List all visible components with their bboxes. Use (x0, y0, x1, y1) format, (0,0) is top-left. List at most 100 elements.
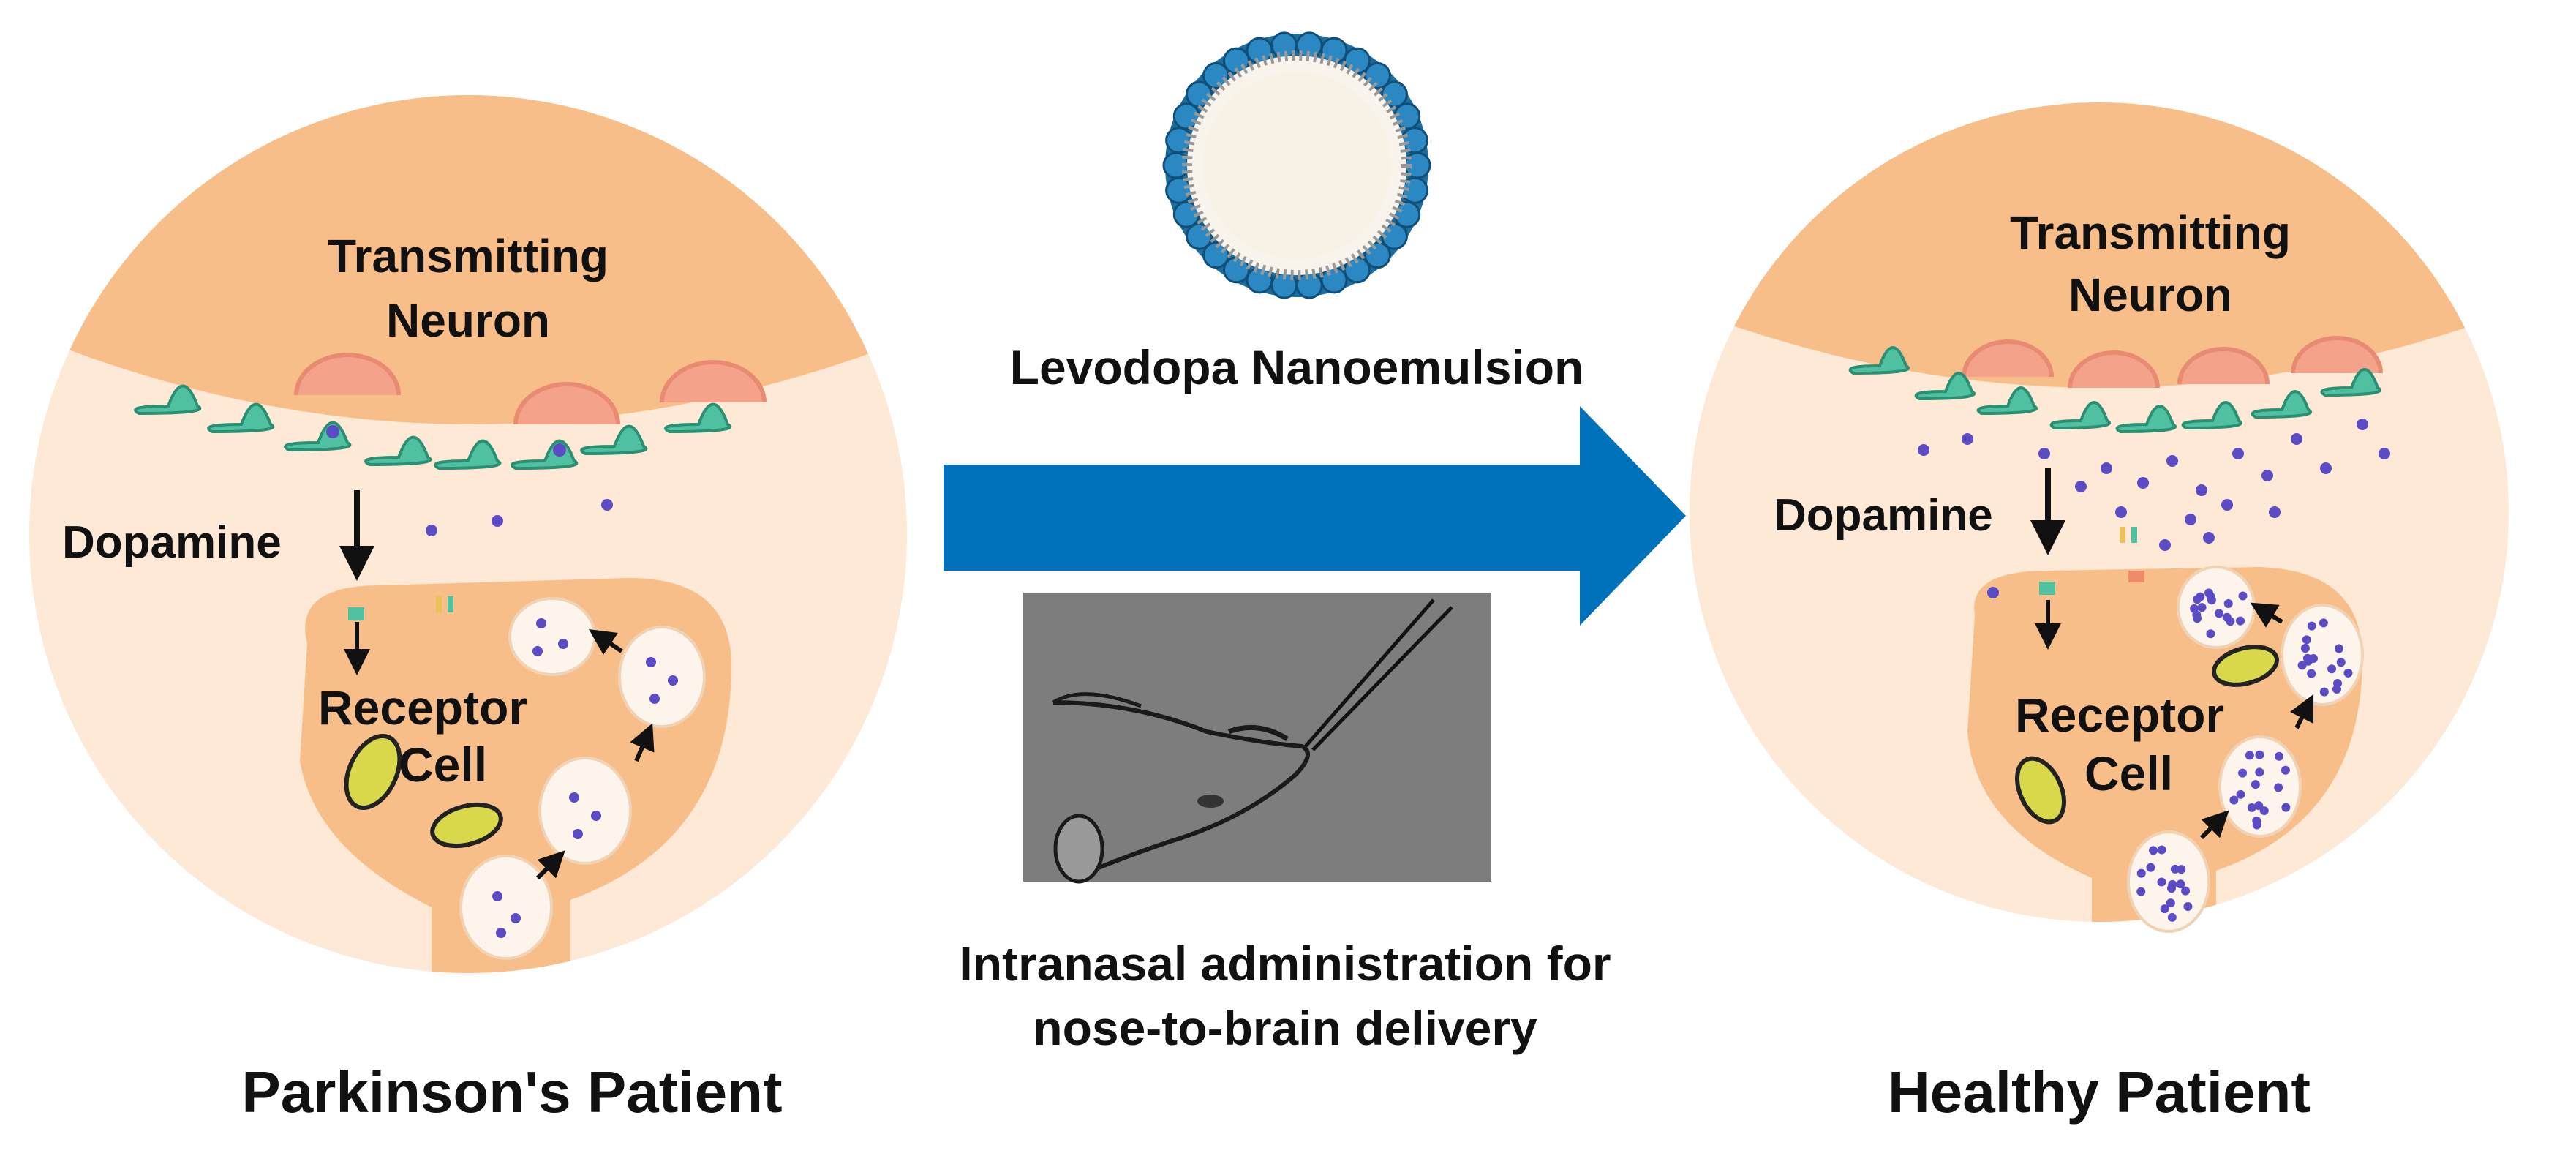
receptor-site (2131, 527, 2137, 543)
receptor-site (448, 596, 453, 612)
dopamine-molecule (2261, 470, 2273, 481)
lipid-head (1246, 37, 1273, 64)
dopamine-molecule (2226, 617, 2235, 626)
dopamine-molecule (2307, 669, 2316, 678)
release-sites (1962, 336, 2383, 389)
dopamine-molecule (2221, 499, 2233, 511)
lipid-head (1363, 241, 1391, 269)
dopamine-molecule (2170, 864, 2180, 874)
dopamine-molecule (2343, 668, 2353, 678)
neuron-label: Transmitting (328, 230, 609, 282)
dopamine-molecule (2251, 780, 2260, 789)
dopamine-molecule (2319, 618, 2328, 628)
dopamine-transporters (1848, 346, 2381, 434)
dopamine-molecule (2181, 886, 2191, 896)
neuron-label: Transmitting (2010, 206, 2291, 259)
neuron-label: Neuron (2068, 269, 2232, 321)
dopamine-molecule (2075, 481, 2087, 492)
dopamine-molecule (2183, 902, 2193, 912)
nanoemulsion-label: Levodopa Nanoemulsion (1010, 340, 1584, 394)
dopamine-molecule (2146, 863, 2155, 872)
dopamine-molecule (2167, 912, 2177, 922)
transition-arrow (944, 406, 1686, 626)
dopamine-molecule (2204, 588, 2214, 598)
receptor-label: Cell (2084, 746, 2173, 800)
vesicle-dopamine (492, 618, 678, 938)
dopamine-molecule (2166, 898, 2175, 908)
vesicle-dopamine (2136, 588, 2353, 922)
receptor-site (2039, 582, 2055, 595)
dopamine-molecule (2327, 664, 2337, 674)
admin-label: Intranasal administration for (959, 937, 1611, 991)
admin-label: nose-to-brain delivery (1033, 1001, 1537, 1055)
dopamine-molecule (2115, 506, 2127, 518)
neuron-label: Neuron (386, 294, 550, 347)
dopamine-molecule (2255, 750, 2264, 759)
dopamine-molecule (2157, 877, 2166, 887)
dopamine-molecule (2238, 591, 2248, 601)
vesicle-arrows (535, 629, 655, 880)
vesicles (2127, 566, 2364, 933)
dopamine-molecule (2193, 595, 2202, 604)
transmitting-neuron (29, 95, 907, 424)
receptor-site (2128, 571, 2144, 582)
dopamine-molecule (2252, 820, 2261, 830)
dopamine-molecule (2166, 455, 2178, 467)
dopamine-molecule (2281, 803, 2291, 812)
dopamine-molecule (2300, 643, 2310, 653)
dopamine-molecule (2157, 845, 2166, 855)
dopamine-molecule (2357, 419, 2368, 430)
dopamine-molecule (2238, 768, 2248, 778)
dopamine-molecule (2215, 609, 2224, 618)
dopamine-molecules (1918, 419, 2390, 598)
dopamine-molecule (2149, 846, 2158, 855)
dopamine-molecule (2160, 904, 2169, 914)
dopamine-molecule (2196, 484, 2207, 496)
dopamine-label: Dopamine (1774, 490, 1993, 541)
dopamine-molecule (2334, 644, 2343, 653)
lipid-head (1401, 127, 1428, 154)
parkinsons-synapse-panel: Transmitting Neuron Dopamine Receptor Ce… (29, 95, 907, 973)
dopamine-molecule (2236, 616, 2245, 626)
dopamine-molecule (2275, 751, 2284, 761)
dopamine-molecule (2136, 868, 2146, 878)
healthy-caption: Healthy Patient (1888, 1059, 2311, 1125)
dopamine-molecule (2308, 653, 2318, 663)
lipid-head (1320, 37, 1348, 64)
dopamine-molecule (1962, 433, 1973, 445)
lipid-head (1363, 61, 1391, 89)
dopamine-molecule (2269, 506, 2281, 518)
dopamine-molecule (2197, 603, 2207, 612)
dopamine-molecule (2247, 803, 2256, 812)
dopamine-molecule (2291, 433, 2302, 445)
release-sites (294, 353, 767, 425)
dopamine-molecule (2229, 795, 2239, 805)
receptor-label: Cell (399, 737, 487, 792)
pipette (1304, 598, 1435, 748)
healthy-synapse-panel: Transmitting Neuron Dopamine Receptor Ce… (1690, 102, 2509, 933)
lipid-head (1165, 176, 1193, 204)
dopamine-molecule (2203, 532, 2215, 544)
dopamine-molecule (2101, 462, 2112, 474)
dopamine-molecule (2302, 635, 2311, 645)
receptor-label: Receptor (2015, 688, 2224, 742)
dopamine-molecule (2206, 629, 2215, 639)
dopamine-label: Dopamine (62, 517, 282, 568)
dopamine-molecule (2159, 539, 2171, 551)
dopamine-molecule (2038, 448, 2050, 459)
dopamine-molecule (2176, 879, 2185, 889)
receptor-site (436, 596, 442, 612)
dopamine-molecule (2333, 679, 2343, 688)
dopamine-molecule (2307, 621, 2316, 631)
nanoemulsion-droplet (1162, 31, 1431, 299)
parkinsons-caption: Parkinson's Patient (241, 1059, 782, 1125)
mouse-sketch (1052, 700, 1310, 877)
receptor-site (2120, 527, 2125, 543)
dopamine-molecule (2245, 751, 2254, 760)
lipid-head (1202, 61, 1230, 89)
dopamine-molecule (2255, 767, 2264, 777)
transmitting-neuron (1690, 102, 2509, 388)
dopamine-molecule (2319, 687, 2329, 697)
dopamine-molecule (2232, 448, 2244, 459)
